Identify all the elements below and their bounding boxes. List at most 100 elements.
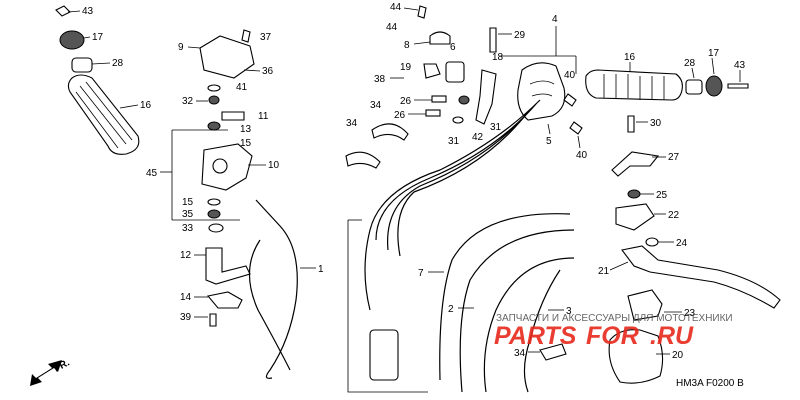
callout-38: 38 (374, 74, 386, 85)
callout-3: 3 (566, 306, 572, 317)
nut-25 (627, 189, 641, 199)
switch-6 (445, 61, 465, 83)
wire-harness (364, 99, 541, 311)
lever-21 (621, 245, 781, 309)
bracket-11 (221, 111, 245, 121)
callout-41: 41 (236, 82, 248, 93)
callout-34-bottom: 34 (514, 348, 526, 359)
pin-26-bottom (425, 109, 441, 117)
callout-31-left: 31 (448, 136, 460, 147)
callout-44-bottom: 44 (386, 22, 398, 33)
callout-43-right: 43 (734, 60, 746, 71)
callout-27: 27 (668, 152, 680, 163)
callout-43-left: 43 (82, 6, 94, 17)
callout-40-top: 40 (564, 70, 576, 81)
bolt-30 (627, 115, 635, 133)
throttle-cover-9 (199, 35, 255, 79)
callout-24: 24 (676, 238, 688, 249)
connector (369, 329, 399, 381)
nut-32 (208, 95, 220, 105)
callout-11: 11 (258, 111, 269, 122)
callout-13: 13 (240, 124, 252, 135)
callout-28-right: 28 (684, 58, 696, 69)
clamp-34-bottom (539, 343, 567, 361)
pin-26-top (431, 95, 447, 103)
bracket-27 (611, 151, 660, 177)
callout-22: 22 (668, 210, 680, 221)
grip-end-17-left (59, 30, 85, 50)
plug-28-left (71, 57, 93, 73)
callout-4: 4 (552, 14, 558, 25)
callout-26-top: 26 (400, 96, 412, 107)
callout-44-top: 44 (390, 2, 402, 13)
callout-9: 9 (178, 42, 184, 53)
front-label: FR. (52, 357, 72, 374)
watermark-tagline: ЗАПЧАСТИ И АКСЕССУАРЫ ДЛЯ МОТОТЕХНИКИ (496, 313, 733, 324)
callout-25: 25 (656, 190, 668, 201)
front-direction-marker: FR. (30, 357, 72, 386)
callout-32: 32 (182, 96, 194, 107)
callout-42: 42 (472, 132, 484, 143)
screw-44-top (417, 5, 427, 19)
callout-5: 5 (546, 136, 552, 147)
right-grip-assembly: 16 28 17 43 (585, 48, 749, 101)
front-arrow-icon (30, 360, 62, 386)
watermark: ЗАПЧАСТИ И АКСЕССУАРЫ ДЛЯ МОТОТЕХНИКИ PA… (494, 313, 733, 350)
clamp-14 (206, 291, 243, 309)
callout-10: 10 (268, 160, 280, 171)
plug-28-right (685, 79, 703, 95)
callout-31-right: 31 (490, 122, 502, 133)
callout-6: 6 (450, 42, 456, 53)
callout-12: 12 (180, 250, 192, 261)
clamp-34-top (371, 123, 409, 141)
callout-28-left: 28 (112, 58, 124, 69)
callout-18: 18 (492, 52, 504, 63)
callout-17-left: 17 (92, 32, 104, 43)
callout-21: 21 (598, 266, 610, 277)
nut-13 (207, 121, 221, 131)
callout-23: 23 (684, 308, 696, 319)
watermark-brand-for: FOR (586, 322, 639, 350)
callout-15-top: 15 (240, 138, 252, 149)
washer-15 (207, 198, 221, 206)
lever-assembly: 30 27 25 22 24 21 (598, 115, 781, 309)
callout-39: 39 (180, 312, 192, 323)
callout-45: 45 (146, 168, 158, 179)
switch-assembly: 44 44 8 6 29 19 38 18 26 26 34 34 31 31 … (345, 2, 526, 169)
cable-2 (483, 257, 575, 393)
nut-24 (645, 237, 659, 247)
callout-16-left: 16 (140, 100, 152, 111)
nut-35 (207, 209, 221, 219)
callout-16-right: 16 (624, 52, 636, 63)
callout-20: 20 (672, 350, 684, 361)
throttle-cable-1 (255, 199, 298, 379)
clamp-34-mid (345, 151, 381, 169)
callout-8: 8 (404, 40, 410, 51)
callout-33: 33 (182, 223, 194, 234)
screw-43-left (55, 5, 71, 17)
callout-35: 35 (182, 209, 194, 220)
grip-end-17-right (705, 75, 723, 97)
washer-33 (208, 223, 224, 233)
left-grip-assembly: 43 17 28 16 (55, 5, 152, 155)
callout-14: 14 (180, 292, 192, 303)
callout-26-bottom: 26 (394, 110, 406, 121)
switch-housing-4 (517, 62, 566, 121)
cable-3 (523, 269, 561, 393)
callout-15-bottom: 15 (182, 197, 194, 208)
callout-1: 1 (318, 264, 324, 275)
callout-29: 29 (514, 30, 526, 41)
callout-34-mid: 34 (346, 118, 358, 129)
switch-19 (423, 63, 441, 79)
right-grip-16 (585, 69, 683, 101)
master-cylinder: 23 20 (608, 289, 696, 384)
bolt-29 (489, 27, 497, 53)
screw-39 (209, 313, 217, 327)
cable-7 (439, 213, 571, 381)
callout-40-bottom: 40 (576, 150, 588, 161)
lever-18 (475, 69, 497, 125)
callout-30: 30 (650, 118, 662, 129)
part-23 (627, 289, 663, 321)
right-switch-housing: 4 40 40 5 (500, 14, 588, 161)
